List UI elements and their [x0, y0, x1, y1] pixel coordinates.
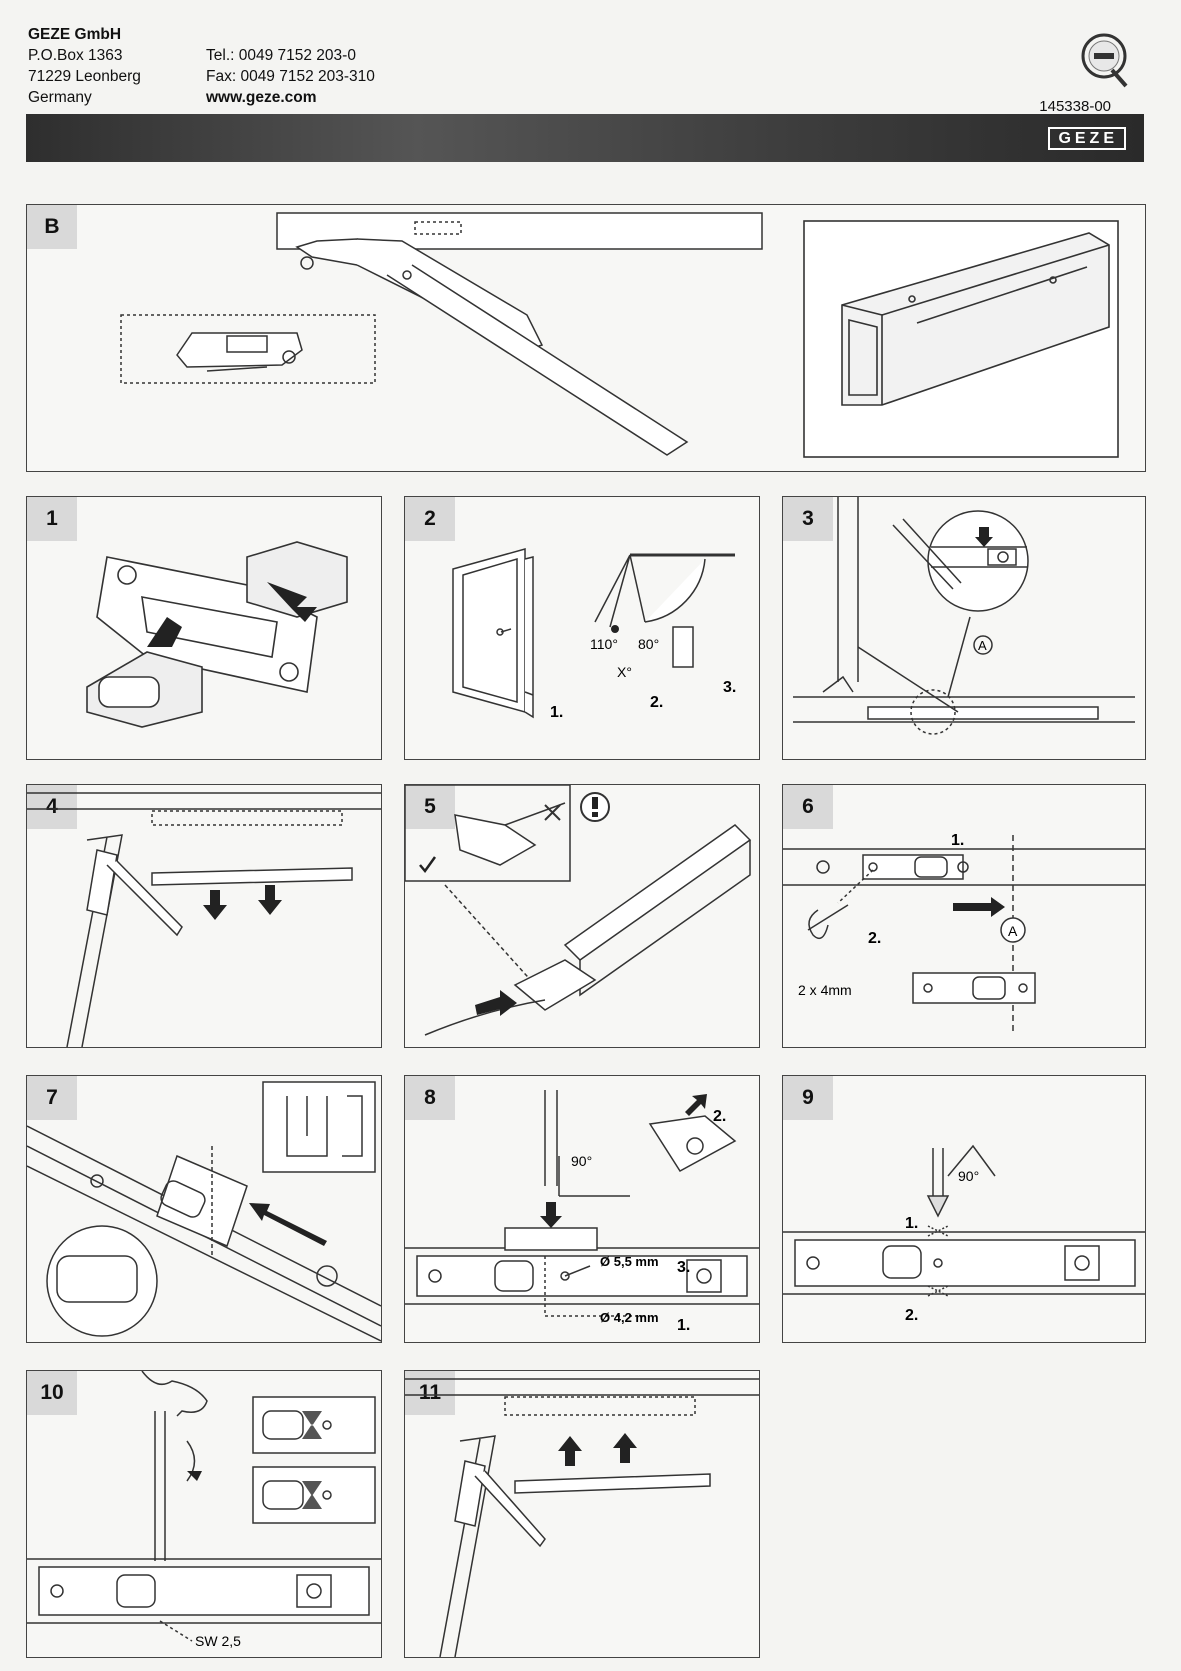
step-number: 5 — [405, 785, 455, 829]
marker-a: A — [978, 638, 987, 653]
step-8-illustration: 90° 2. Ø 5,5 mm 3. Ø 4,2 mm 1. — [405, 1090, 759, 1334]
step-2-illustration: 110° 80° X° 1. 2. 3. — [452, 548, 736, 721]
hex-key-note: 2 x 4mm — [798, 982, 852, 998]
step-10-illustration: SW 2,5 — [27, 1371, 381, 1649]
panel-step-9: 9 90° 1. 2. — [782, 1075, 1146, 1343]
substep-2: 2. — [905, 1307, 918, 1324]
substep-1: 1. — [951, 832, 964, 849]
step-number: 1 — [27, 497, 77, 541]
substep-2: 2. — [713, 1108, 726, 1125]
panel-step-8: 8 90° 2. Ø 5,5 mm 3. Ø 4,2 mm 1. — [404, 1075, 760, 1343]
panel-step-6: 6 1. 2. A 2 x 4mm — [782, 784, 1146, 1048]
angle-90: 90° — [571, 1153, 592, 1169]
step-6-illustration: 1. 2. A 2 x 4mm — [783, 832, 1145, 1035]
drill-diameter-large: Ø 5,5 mm — [600, 1254, 659, 1269]
step-4-illustration — [27, 792, 381, 1047]
step-5-illustration — [405, 785, 752, 1036]
step-number: 9 — [783, 1076, 833, 1120]
panel-step-1: 1 — [26, 496, 382, 760]
step-number: 10 — [27, 1371, 77, 1415]
contact-info: Tel.: 0049 7152 203-0 Fax: 0049 7152 203… — [206, 45, 375, 108]
panel-step-b: B — [26, 204, 1146, 472]
panel-step-11: 11 — [404, 1370, 760, 1658]
step-number: 6 — [783, 785, 833, 829]
angle-110: 110° — [590, 636, 618, 652]
company-name: GEZE GmbH — [28, 26, 122, 43]
panel-step-5: 5 — [404, 784, 760, 1048]
address-line: 71229 Leonberg — [28, 68, 141, 85]
sender-address: GEZE GmbH P.O.Box 1363 71229 Leonberg Ge… — [28, 24, 141, 108]
panel-step-10: 10 SW 2,5 — [26, 1370, 382, 1658]
step-11-illustration — [405, 1378, 759, 1657]
address-line: P.O.Box 1363 — [28, 47, 123, 64]
panel-step-4: 4 — [26, 784, 382, 1048]
fax: Fax: 0049 7152 203-310 — [206, 68, 375, 85]
panel-step-3: 3 A — [782, 496, 1146, 760]
address-line: Germany — [28, 89, 92, 106]
step-7-illustration — [27, 1081, 381, 1342]
step-number: 7 — [27, 1076, 77, 1120]
angle-x: X° — [617, 664, 632, 680]
step-number: 3 — [783, 497, 833, 541]
drill-diameter-small: Ø 4,2 mm — [600, 1310, 659, 1325]
quality-seal-icon — [1081, 33, 1128, 88]
angle-90: 90° — [958, 1168, 979, 1184]
angle-80: 80° — [638, 636, 659, 652]
telephone: Tel.: 0049 7152 203-0 — [206, 47, 356, 64]
substep-1: 1. — [905, 1215, 918, 1232]
substep-2: 2. — [868, 930, 881, 947]
step-number: B — [27, 205, 77, 249]
website-link[interactable]: www.geze.com — [206, 89, 317, 106]
substep-2: 2. — [650, 694, 663, 711]
geze-logo: GEZE — [1048, 127, 1126, 150]
panel-step-7: 7 — [26, 1075, 382, 1343]
substep-1: 1. — [550, 704, 563, 721]
step-number: 2 — [405, 497, 455, 541]
marker-a: A — [1008, 923, 1018, 939]
substep-3: 3. — [723, 679, 736, 696]
step-9-illustration: 90° 1. 2. — [783, 1144, 1145, 1324]
step-1-illustration — [86, 541, 348, 728]
step-3-illustration: A — [793, 497, 1135, 735]
step-number: 8 — [405, 1076, 455, 1120]
header-band: GEZE — [26, 114, 1144, 162]
document-number: 145338-00 — [1039, 98, 1111, 115]
wrench-size: SW 2,5 — [195, 1633, 241, 1649]
substep-1: 1. — [677, 1317, 690, 1334]
panel-step-2: 2 110° 80° X° 1. 2. 3. — [404, 496, 760, 760]
substep-3: 3. — [677, 1259, 690, 1276]
overview-illustration — [120, 212, 1119, 458]
